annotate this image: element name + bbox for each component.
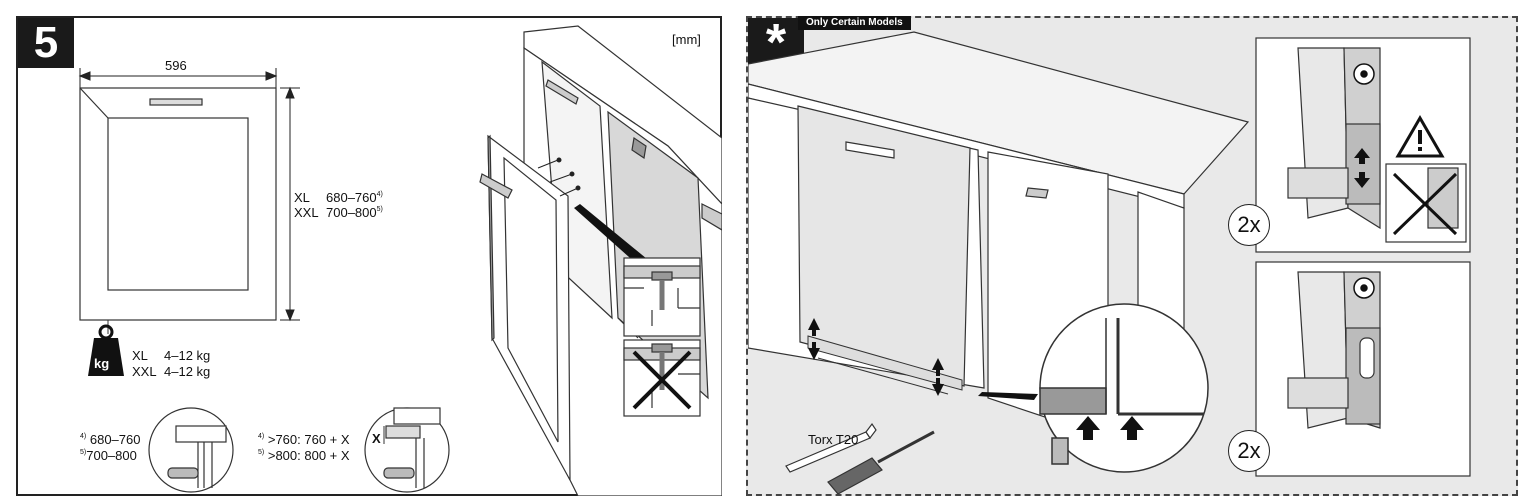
detail-circle-1	[148, 407, 234, 493]
height-xl-label: XL	[294, 190, 310, 205]
front-panel	[79, 87, 277, 321]
width-dimension: 596	[165, 58, 187, 73]
screw-icon	[537, 157, 581, 197]
height-dimension-line	[280, 86, 300, 322]
detail1-note2: 5)	[80, 449, 87, 456]
detail2-line2: 5) >800: 800 + X	[258, 448, 350, 464]
weight-xl-label: XL	[132, 348, 148, 363]
pointer-wedge	[978, 392, 1038, 400]
detail2-note2: 5)	[258, 449, 265, 456]
detail1-value1: 680–760	[89, 432, 141, 447]
left-illustration	[78, 25, 722, 496]
count-top: 2x	[1228, 204, 1270, 246]
door-panel	[479, 134, 571, 481]
height-xxl-value: 700–800	[326, 205, 377, 220]
step-number: 5	[18, 18, 74, 68]
weight-icon-text: kg	[94, 356, 110, 371]
arrow-down-icon	[808, 342, 944, 396]
height-xl-value: 680–760	[326, 190, 377, 205]
dishwasher-panel	[797, 105, 971, 387]
arrow-up-icon	[1354, 148, 1370, 164]
weight-xl-value: 4–12 kg	[164, 348, 211, 363]
arrow-down-icon	[1354, 172, 1370, 188]
detail2-line1: 4) >760: 760 + X	[258, 432, 350, 448]
width-dimension-line	[78, 68, 278, 88]
arrow-up-icon	[1076, 416, 1144, 440]
detail1-value2: 700–800	[86, 448, 137, 463]
step-5-panel: 5	[16, 16, 722, 496]
detail-circle-2	[364, 407, 450, 493]
screw-detail-ok	[623, 257, 701, 337]
rotate-icon	[1353, 277, 1375, 299]
detail1-line1: 4) 680–760	[80, 432, 140, 448]
weight-xxl-label: XXL	[132, 364, 157, 379]
base-strip	[807, 335, 963, 395]
right-illustration	[748, 31, 1471, 495]
weight-xxl-value: 4–12 kg	[164, 364, 211, 379]
rotate-icon	[1353, 63, 1375, 85]
detail2-value1: >760: 760 + X	[267, 432, 350, 447]
arrow-up-icon	[808, 318, 944, 376]
detail2-note1: 4)	[258, 433, 265, 440]
tool-label: Torx T20	[808, 432, 859, 447]
pointer-wedge	[574, 204, 658, 274]
unit-label: [mm]	[672, 32, 701, 47]
footnote-4: 4)	[376, 191, 383, 198]
weight-icon	[88, 324, 124, 376]
only-certain-models-tag: Only Certain Models	[798, 16, 911, 30]
optional-panel: * Only Certain Models	[746, 14, 1518, 496]
detail2-value2: >800: 800 + X	[267, 448, 350, 463]
height-xxl-row: 700–8005)	[326, 205, 383, 221]
cross-icon	[1392, 172, 1458, 236]
footnote-5: 5)	[376, 206, 383, 213]
torx-key-icon	[785, 422, 877, 473]
detail2-x-label: X	[372, 431, 381, 446]
screwdriver-icon	[827, 430, 935, 495]
warning-icon	[1395, 115, 1445, 158]
height-xl-row: 680–7604)	[326, 190, 383, 206]
detail1-note1: 4)	[80, 433, 87, 440]
detail1-line2: 5)700–800	[80, 448, 137, 464]
cross-icon	[632, 350, 692, 410]
count-bottom: 2x	[1228, 430, 1270, 472]
detail-circle	[1039, 303, 1209, 473]
height-xxl-label: XXL	[294, 205, 319, 220]
